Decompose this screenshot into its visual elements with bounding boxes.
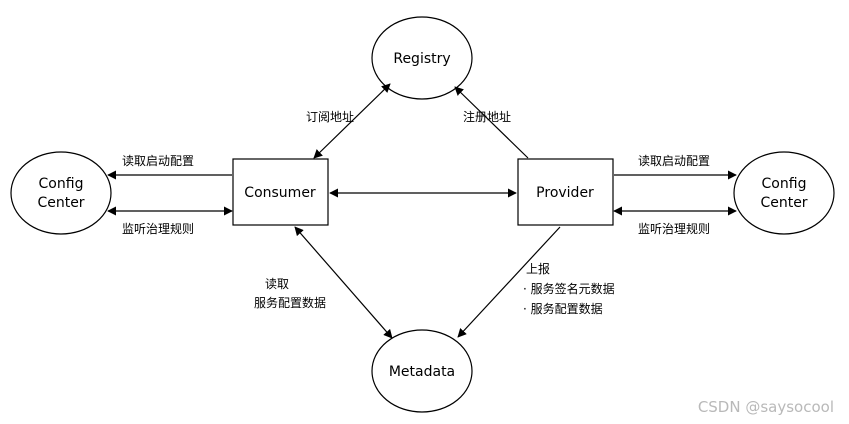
consumer-label: Consumer bbox=[244, 185, 316, 201]
consumer-node: Consumer bbox=[232, 158, 329, 226]
config-center-right-label-2: Center bbox=[760, 195, 807, 211]
metadata-label: Metadata bbox=[389, 364, 455, 380]
registry-label: Registry bbox=[393, 51, 450, 67]
subscribe-label: 订阅地址 bbox=[306, 110, 354, 124]
register-label: 注册地址 bbox=[463, 109, 511, 124]
provider-label: Provider bbox=[536, 185, 594, 201]
provider-registry-arrow bbox=[454, 86, 529, 159]
config-center-left-label-2: Center bbox=[37, 195, 84, 211]
provider-metadata-label-3: · 服务配置数据 bbox=[523, 301, 603, 316]
consumer-metadata-label-2: 服务配置数据 bbox=[254, 295, 326, 310]
consumer-metadata-label-1: 读取 bbox=[265, 277, 289, 291]
left-read-config-label: 读取启动配置 bbox=[122, 154, 194, 168]
right-watch-rules-label: 监听治理规则 bbox=[638, 221, 710, 236]
config-center-left-label-1: Config bbox=[39, 176, 84, 192]
registry-node: Registry bbox=[371, 16, 473, 100]
consumer-registry-arrow bbox=[313, 83, 391, 159]
provider-metadata-label-2: · 服务签名元数据 bbox=[523, 281, 615, 296]
config-center-right-label-1: Config bbox=[762, 176, 807, 192]
provider-metadata-arrow bbox=[457, 226, 561, 338]
left-watch-rules-label: 监听治理规则 bbox=[122, 221, 194, 236]
watermark-text: CSDN @saysocool bbox=[698, 398, 834, 416]
config-center-left-node: Config Center bbox=[10, 151, 112, 235]
metadata-node: Metadata bbox=[371, 329, 473, 413]
provider-metadata-label-1: 上报 bbox=[526, 261, 550, 276]
consumer-metadata-arrow bbox=[294, 226, 393, 339]
right-read-config-label: 读取启动配置 bbox=[638, 154, 710, 168]
config-center-right-node: Config Center bbox=[733, 151, 835, 235]
provider-node: Provider bbox=[517, 158, 614, 226]
